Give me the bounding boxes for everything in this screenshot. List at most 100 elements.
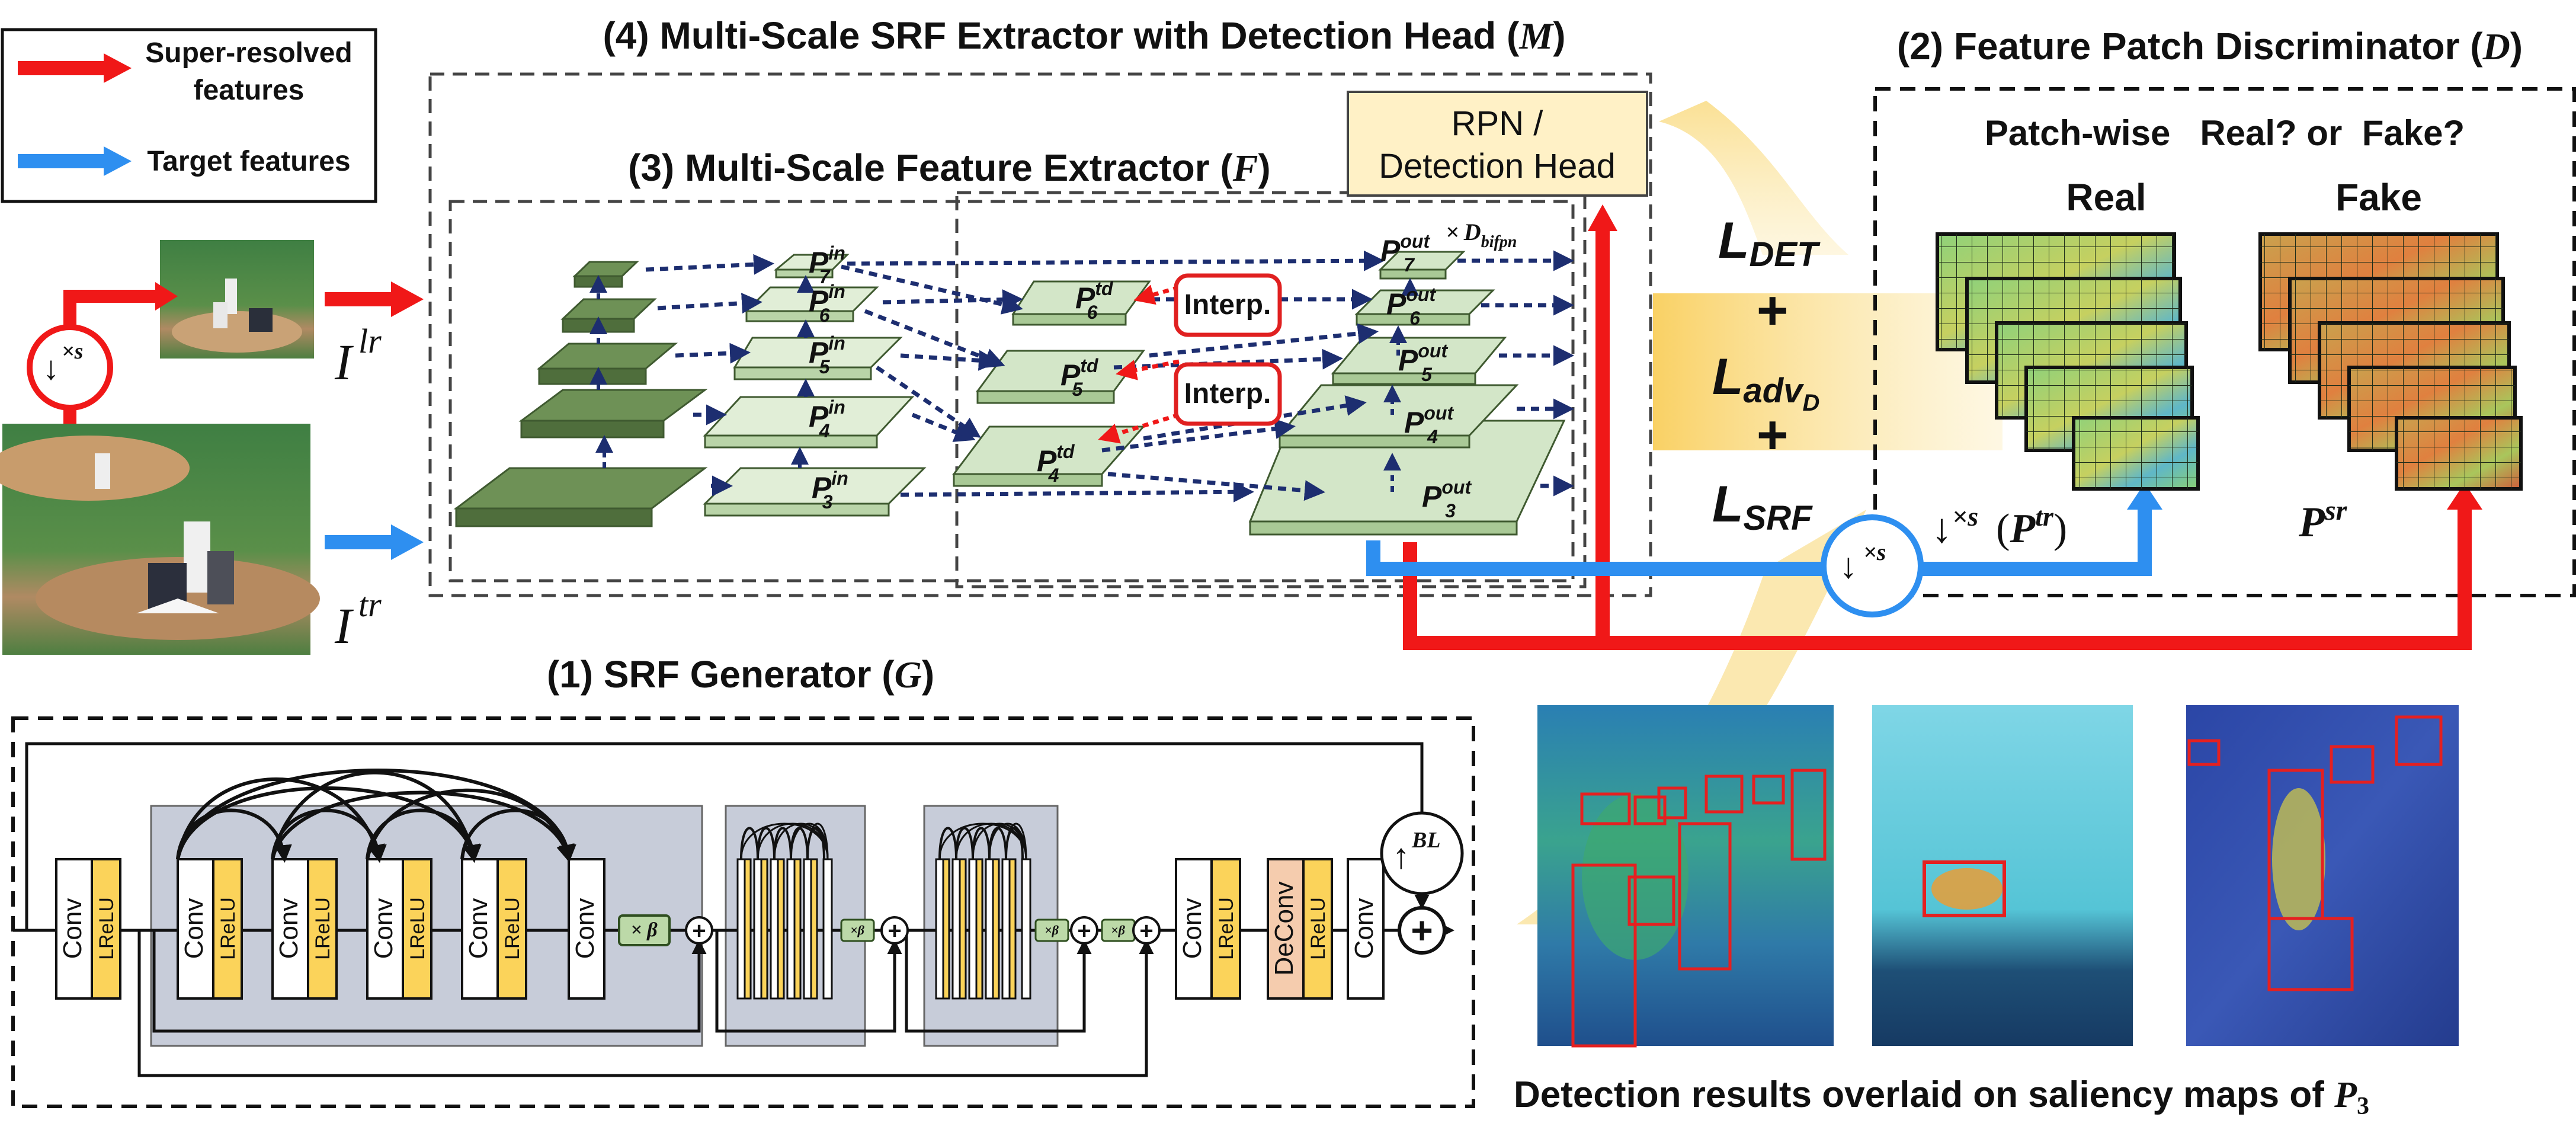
beta-label-3: ×β	[1045, 923, 1059, 937]
conv-block-pre-up-label: Conv	[1178, 898, 1207, 959]
psr-label: Psr	[2298, 495, 2348, 546]
dense-conv-5-label: Conv	[571, 898, 600, 959]
gold-flow-bands	[1517, 101, 2003, 924]
dense-conv-3: Conv LReLU	[366, 858, 432, 1000]
section-d-frame	[1873, 87, 2576, 597]
legend-features-label: features	[194, 75, 305, 106]
beta-scale-2	[840, 918, 875, 942]
tr-image-superscript: tr	[358, 585, 382, 624]
lr-image-symbol: I	[334, 334, 354, 391]
mini-dense-blocks	[736, 822, 1031, 1000]
conv-block-input: Conv LReLU	[55, 858, 121, 1000]
beta-scale-main	[618, 914, 671, 946]
dense-conv-2-lrelu-label: LReLU	[312, 897, 334, 960]
sum-circle-3	[1070, 916, 1098, 945]
backbone-level-4	[560, 298, 657, 320]
ptr-label: ↓×s(Ptr)	[1931, 501, 2067, 552]
legend-box: Super-resolved features Target features	[1, 28, 377, 203]
dense-conv-3-lrelu-label: LReLU	[406, 897, 429, 960]
backbone-level-1	[453, 467, 708, 510]
loss-plus-2: +	[1755, 405, 1787, 465]
legend-super-resolved-label: Super-resolved	[145, 37, 352, 69]
losses: LDET + LadvD + LSRF	[1712, 212, 1821, 537]
srf-generator: Conv LReLU Conv LReLU Conv LReLU Conv LReLU Conv…	[13, 742, 1464, 1077]
conv-block-input-lrelu-label: LReLU	[95, 897, 118, 960]
legend-target-label: Target features	[147, 146, 350, 177]
sum-circle-1	[685, 916, 713, 945]
tr-image-symbol: I	[334, 597, 354, 654]
loss-det: LDET	[1718, 212, 1821, 274]
backbone-level-3	[536, 343, 678, 370]
loss-adv: LadvD	[1712, 348, 1819, 416]
deconv-block-label: DeConv	[1270, 882, 1299, 976]
td-upsample-arrows	[1098, 284, 1180, 444]
lr-image-superscript: lr	[358, 322, 382, 360]
beta-label-4: ×β	[1111, 923, 1126, 937]
sum-circle-2	[880, 916, 909, 945]
rpn-detection-head: RPN / Detection Head	[1347, 91, 1648, 197]
section-f-title: (3) Multi-Scale Feature Extractor (F)	[628, 146, 1271, 189]
legend-blue-arrow-head	[104, 146, 132, 176]
section-g-frame	[11, 716, 1475, 1108]
bilinear-up-arrow: ↑	[1392, 837, 1410, 876]
saliency-map-3	[2186, 705, 2459, 1046]
interp-box-lower: Interp.	[1174, 362, 1282, 426]
feature-routing: ↓ ×s	[1366, 204, 2482, 650]
patch-question: Patch-wise Real? or Fake?	[1985, 113, 2465, 153]
beta-label-2: ×β	[850, 923, 865, 937]
saliency-caption: Detection results overlaid on saliency m…	[1514, 1074, 2369, 1120]
bifpn-frame	[955, 191, 1587, 588]
fake-label: Fake	[2335, 176, 2422, 219]
conv-block-output: Conv	[1347, 858, 1385, 1000]
legend-red-arrow-head	[104, 53, 132, 83]
pout-pyramid	[1248, 251, 1566, 536]
input-images: ↓ ×s I lr I tr	[0, 240, 424, 655]
beta-label-main: × β	[630, 919, 658, 941]
beta-scale-3	[1034, 918, 1069, 942]
downsample-circle	[27, 324, 113, 411]
downsample-factor: ×s	[62, 339, 83, 364]
ptd-pyramid	[952, 280, 1151, 487]
interp-box-upper: Interp.	[1174, 273, 1282, 337]
loss-srf: LSRF	[1712, 476, 1813, 537]
loss-plus-1: +	[1755, 280, 1787, 341]
target-downsample-circle	[1821, 514, 1924, 617]
section-d-title: (2) Feature Patch Discriminator (D)	[1897, 25, 2523, 68]
sum-circle-4-plus: +	[1139, 918, 1153, 944]
deconv-block-lrelu-label: LReLU	[1307, 897, 1329, 960]
rpn-label: RPN /	[1452, 104, 1544, 143]
bifpn-repeat-label: ×Dbifpn	[1446, 219, 1517, 251]
dense-conv-3-label: Conv	[369, 898, 398, 959]
saliency-map-2	[1872, 705, 2133, 1046]
dense-conv-1: Conv LReLU	[177, 858, 243, 1000]
sum-circle-1-plus: +	[692, 918, 706, 944]
conv-block-input-label: Conv	[58, 898, 87, 959]
bilinear-label: BL	[1411, 828, 1441, 853]
deconv-block: DeConv LReLU	[1267, 858, 1333, 1000]
sum-circle-2-plus: +	[887, 918, 901, 944]
downsample-arrow-symbol: ↓	[43, 350, 59, 387]
lr-arrowhead	[391, 281, 424, 317]
target-image	[0, 424, 320, 655]
sum-circle-4	[1132, 916, 1161, 945]
fake-patch-stack	[2258, 232, 2523, 491]
interp-label-lower: Interp.	[1184, 378, 1271, 409]
dense-conv-1-label: Conv	[180, 898, 209, 959]
sum-circle-3-plus: +	[1077, 918, 1091, 944]
dense-conv-1-lrelu-label: LReLU	[217, 897, 239, 960]
pin-pyramid	[703, 254, 927, 517]
